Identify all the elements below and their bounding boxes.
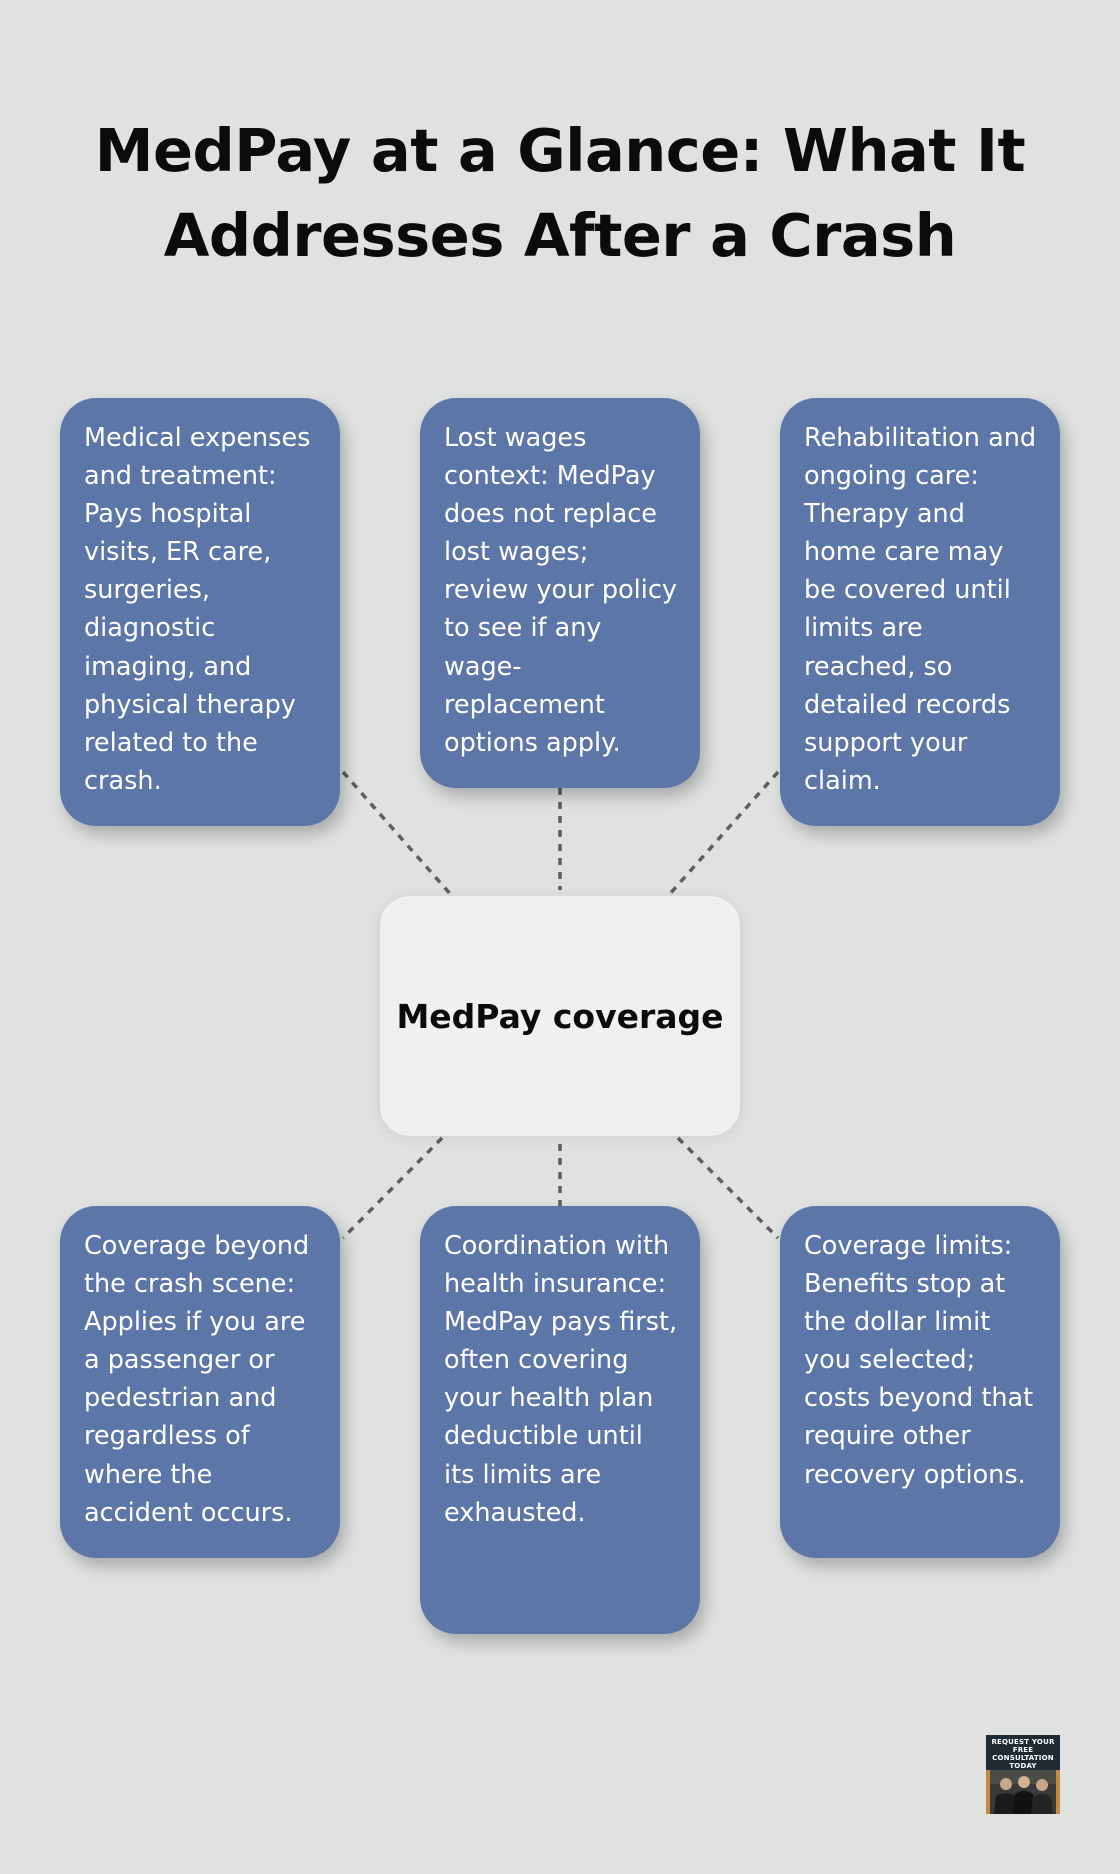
node-text: Coordination with health insurance: MedP… <box>444 1231 678 1528</box>
consultation-cta-badge[interactable]: REQUEST YOUR FREE CONSULTATION TODAY <box>986 1735 1060 1814</box>
node-text: Coverage limits: Benefits stop at the do… <box>804 1231 1034 1490</box>
connector-rehabilitation <box>666 770 780 898</box>
node-text: Coverage beyond the crash scene: Applies… <box>84 1231 310 1528</box>
center-node: MedPay coverage <box>380 896 740 1136</box>
node-lost-wages: Lost wages context: MedPay does not repl… <box>420 398 700 788</box>
node-text: Rehabilitation and ongoing care: Therapy… <box>804 423 1037 796</box>
node-rehabilitation: Rehabilitation and ongoing care: Therapy… <box>780 398 1060 826</box>
connector-medical <box>341 770 454 898</box>
node-text: Lost wages context: MedPay does not repl… <box>444 423 677 758</box>
node-coordination-health-insurance: Coordination with health insurance: MedP… <box>420 1206 700 1634</box>
node-coverage-limits: Coverage limits: Benefits stop at the do… <box>780 1206 1060 1558</box>
connector-beyond-scene <box>341 1136 444 1240</box>
node-medical-expenses: Medical expenses and treatment: Pays hos… <box>60 398 340 826</box>
node-text: Medical expenses and treatment: Pays hos… <box>84 423 311 796</box>
node-coverage-beyond-scene: Coverage beyond the crash scene: Applies… <box>60 1206 340 1558</box>
attorneys-photo-icon <box>986 1770 1060 1814</box>
connector-limits <box>676 1136 780 1240</box>
cta-text: REQUEST YOUR FREE CONSULTATION TODAY <box>991 1738 1055 1770</box>
diagram-title: MedPay at a Glance: What It Addresses Af… <box>94 116 1026 270</box>
center-node-label: MedPay coverage <box>396 996 724 1036</box>
